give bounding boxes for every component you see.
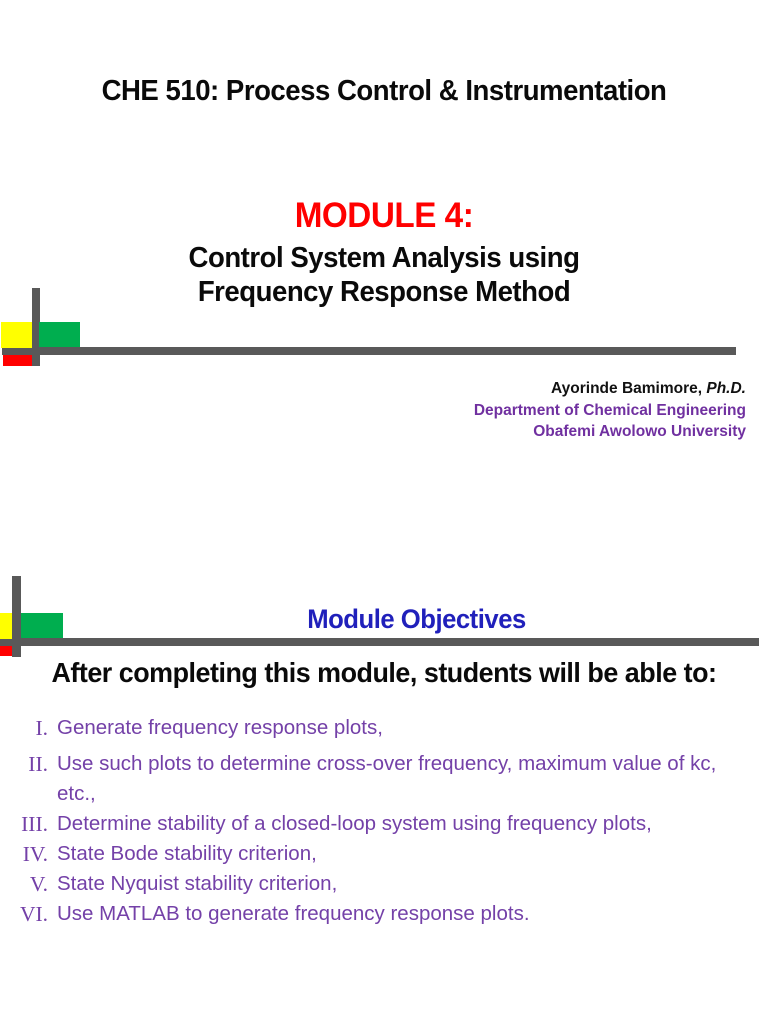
slide2-accent-red-box — [0, 646, 12, 656]
objective-item: IV. State Bode stability criterion, — [0, 839, 752, 869]
objective-item: III. Determine stability of a closed-loo… — [0, 809, 752, 839]
objective-numeral: VI. — [19, 902, 48, 926]
slide1-accent-green-box — [39, 322, 80, 347]
objective-item: V. State Nyquist stability criterion, — [0, 869, 752, 899]
slide1-accent-yellow-box — [1, 322, 32, 348]
slide2-accent-green-box — [21, 613, 63, 638]
objective-numeral: V. — [29, 872, 48, 896]
module-title: MODULE 4: — [294, 196, 474, 235]
objective-text: State Bode stability criterion, — [57, 842, 317, 865]
slide1-accent-vertical-bar — [32, 288, 40, 366]
objectives-list: I. Generate frequency response plots, II… — [0, 713, 752, 929]
course-title: CHE 510: Process Control & Instrumentati… — [101, 75, 667, 107]
objective-text: Use MATLAB to generate frequency respons… — [57, 902, 530, 925]
objective-numeral: IV. — [22, 842, 48, 866]
author-credits: Ayorinde Bamimore, Ph.D. Department of C… — [474, 378, 746, 443]
slide1-accent-red-box — [3, 355, 32, 366]
slide2-accent-vertical-bar — [12, 576, 21, 657]
subtitle-line-2: Frequency Response Method — [197, 276, 571, 308]
objective-item: VI. Use MATLAB to generate frequency res… — [0, 899, 752, 929]
objective-item: II. Use such plots to determine cross-ov… — [0, 749, 752, 809]
subtitle-line-1: Control System Analysis using — [188, 242, 580, 274]
slide2-accent-horizontal-rule — [0, 638, 759, 646]
objective-text: Use such plots to determine cross-over f… — [57, 752, 717, 805]
objective-numeral: III. — [21, 812, 48, 836]
objective-text: Determine stability of a closed-loop sys… — [57, 812, 652, 835]
slide1-accent-horizontal-rule — [2, 347, 736, 355]
module-subtitle: Control System Analysis using Frequency … — [19, 241, 749, 309]
objective-text: State Nyquist stability criterion, — [57, 872, 338, 895]
slide2-title: Module Objectives — [307, 604, 526, 634]
author-department: Department of Chemical Engineering — [473, 401, 746, 419]
objective-item: I. Generate frequency response plots, — [0, 713, 752, 743]
objective-numeral: II. — [28, 752, 48, 776]
slide2-accent-yellow-box — [0, 613, 12, 639]
objective-text: Generate frequency response plots, — [57, 716, 383, 739]
author-line: Ayorinde Bamimore, Ph.D. — [474, 378, 746, 400]
author-degree: Ph.D. — [706, 380, 746, 397]
author-name: Ayorinde Bamimore, — [551, 380, 707, 397]
objective-numeral: I. — [35, 716, 48, 740]
objectives-lead-heading: After completing this module, students w… — [51, 657, 717, 688]
author-university: Obafemi Awolowo University — [533, 423, 746, 440]
